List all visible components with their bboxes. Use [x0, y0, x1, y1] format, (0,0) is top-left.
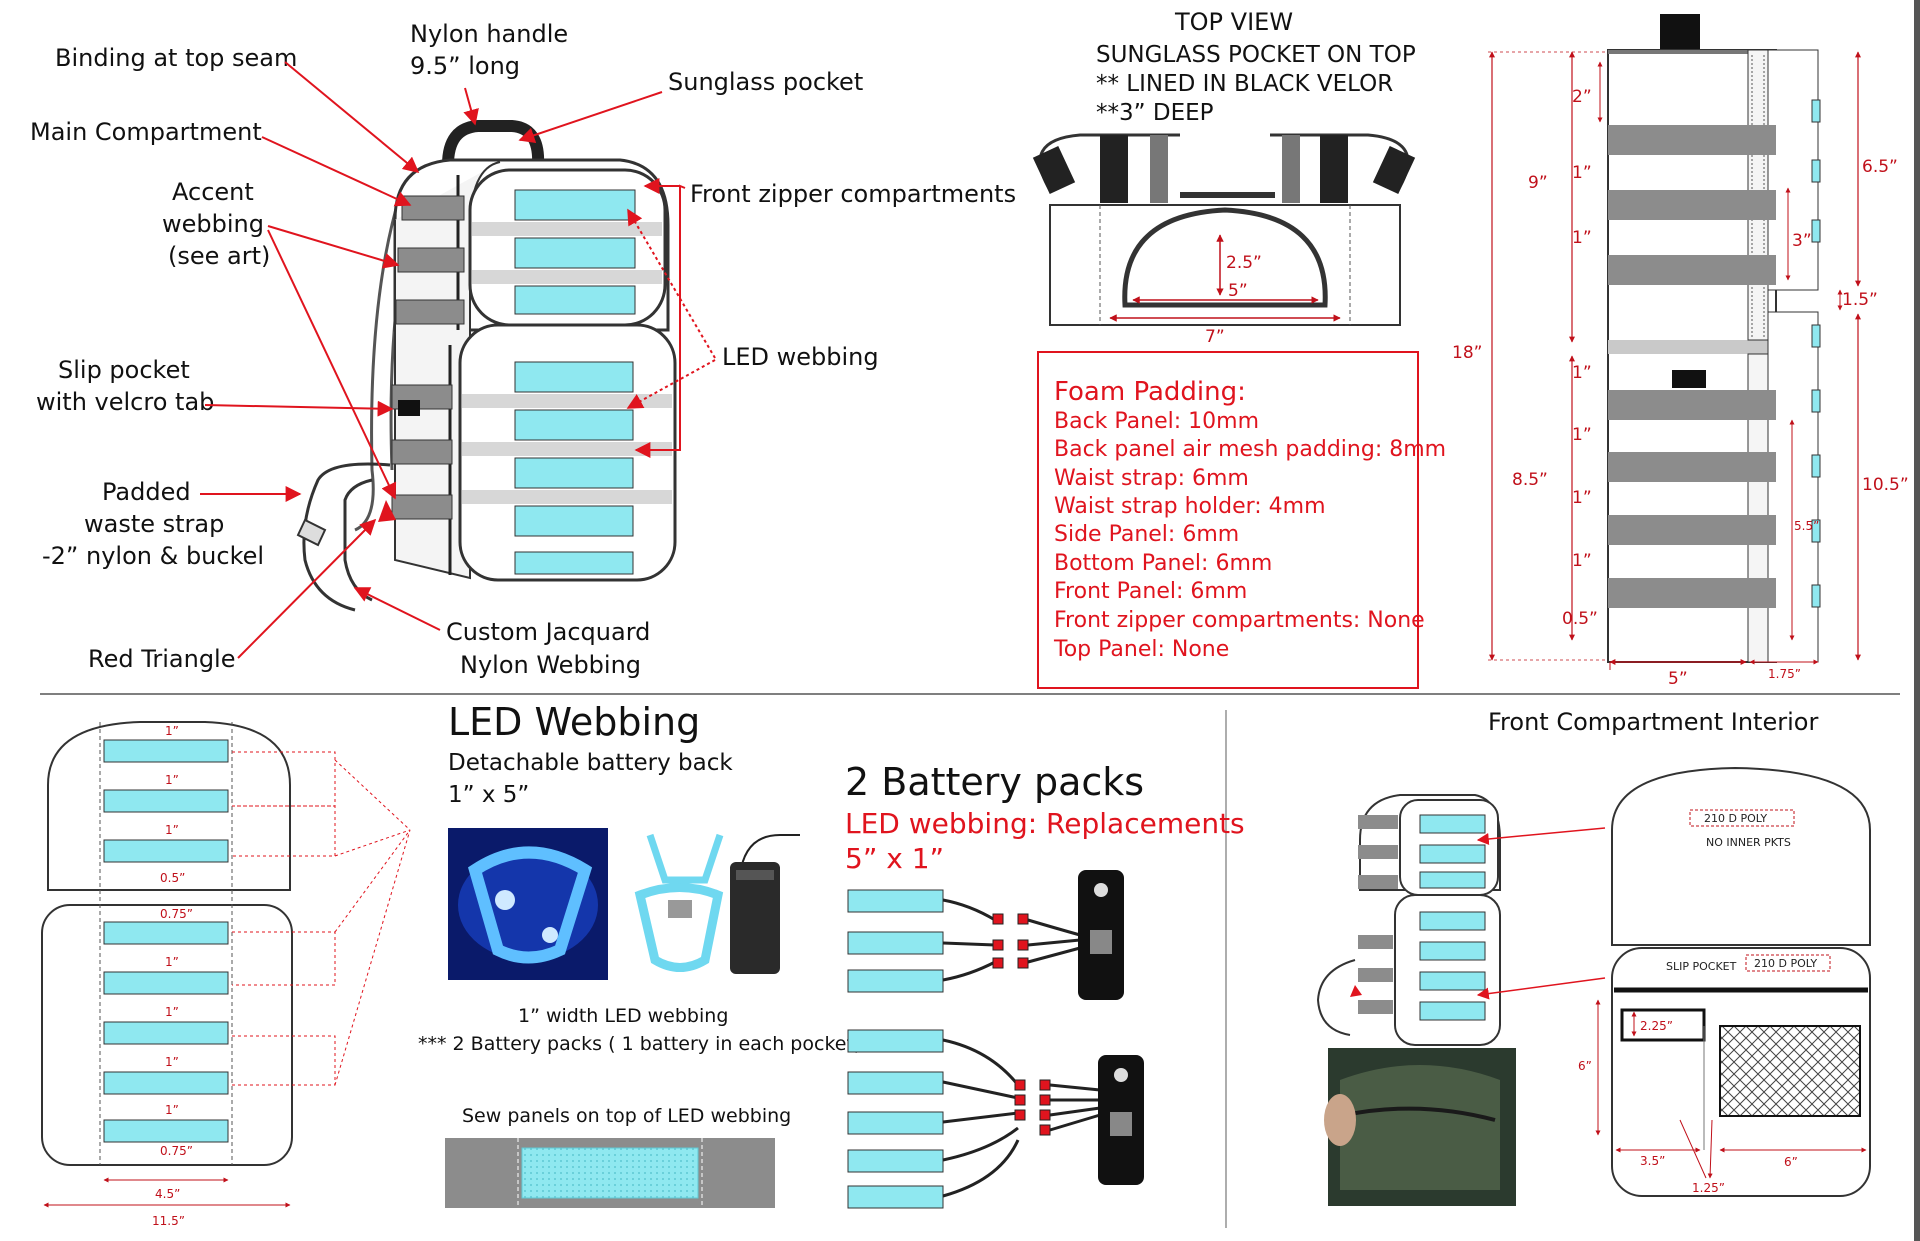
callout-padded-line3: -2” nylon & buckel: [42, 542, 264, 570]
battery-packs-section: 2 Battery packs LED webbing: Replacement…: [845, 760, 1245, 1209]
flat-dim-gap: 1”: [165, 724, 179, 738]
top-view-dim-outer: 7”: [1205, 327, 1225, 347]
foam-item: Front zipper compartments: None: [1054, 608, 1425, 633]
callout-binding: Binding at top seam: [55, 44, 297, 72]
flat-dim-gap: 1”: [165, 1005, 179, 1019]
led-caption1: 1” width LED webbing: [518, 1005, 728, 1027]
foam-item: Waist strap: 6mm: [1054, 466, 1249, 491]
sew-caption: Sew panels on top of LED webbing: [462, 1105, 791, 1127]
flat-dim-half: 0.5”: [160, 871, 185, 885]
callout-handle-line1: Nylon handle: [410, 20, 568, 48]
callout-slip-line1: Slip pocket: [58, 356, 190, 384]
interior-poly: 210 D POLY: [1704, 812, 1767, 825]
foam-padding-box: Foam Padding: Back Panel: 10mm Back pane…: [1037, 351, 1446, 689]
front-interior-section: Front Compartment Interior: [1316, 708, 1871, 1206]
side-dim-width: 5”: [1668, 669, 1688, 689]
top-view: TOP VIEW SUNGLASS POCKET ON TOP ** LINED…: [1032, 8, 1416, 347]
battery-sub2: 5” x 1”: [845, 842, 944, 875]
flat-dim-outer-w: 11.5”: [152, 1214, 185, 1228]
flat-dim-gap: 1”: [165, 1103, 179, 1117]
flat-dim-gap: 1”: [165, 823, 179, 837]
top-view-note2: ** LINED IN BLACK VELOR: [1096, 71, 1393, 97]
foam-item: Front Panel: 6mm: [1054, 579, 1247, 604]
side-dim-space: 1.5”: [1842, 290, 1878, 310]
side-dim-gap: 1”: [1572, 488, 1592, 508]
interior-dim-height: 6”: [1578, 1059, 1592, 1073]
top-view-note3: **3” DEEP: [1096, 100, 1214, 126]
interior-dim-right: 6”: [1784, 1155, 1798, 1169]
foam-item: Top Panel: None: [1053, 637, 1229, 662]
battery-title: 2 Battery packs: [845, 760, 1144, 804]
foam-item: Waist strap holder: 4mm: [1054, 494, 1326, 519]
callout-main: Main Compartment: [30, 118, 262, 146]
flat-dim-gap: 1”: [165, 1055, 179, 1069]
flat-dim-three-q: 0.75”: [160, 907, 193, 921]
foam-item: Bottom Panel: 6mm: [1054, 551, 1272, 576]
callout-handle-line2: 9.5” long: [410, 52, 520, 80]
side-dim-gap: 1”: [1572, 228, 1592, 248]
led-caption2: *** 2 Battery packs ( 1 battery in each …: [418, 1033, 861, 1055]
top-view-title: TOP VIEW: [1174, 8, 1293, 36]
foam-item: Back Panel: 10mm: [1054, 409, 1259, 434]
side-dim-gap: 1”: [1572, 551, 1592, 571]
side-dim-pocket: 3”: [1792, 231, 1812, 251]
top-view-dim-inner: 5”: [1228, 281, 1248, 301]
foam-title: Foam Padding:: [1054, 377, 1246, 407]
side-dim-front-top: 6.5”: [1862, 157, 1898, 177]
led-dog-harness-photo: [634, 833, 724, 972]
interior-no-pkts: NO INNER PKTS: [1706, 836, 1791, 849]
side-dim-gap: 1”: [1572, 425, 1592, 445]
interior-photo: [1324, 1048, 1516, 1206]
side-view: 18” 9” 8.5” 2” 1” 1” 1” 1” 1” 1” 0.5” 6.…: [1452, 14, 1909, 689]
callout-sunglass: Sunglass pocket: [668, 68, 863, 96]
side-dim-front-bottom: 10.5”: [1862, 475, 1909, 495]
callout-red-triangle: Red Triangle: [88, 645, 235, 673]
interior-dim-gap: 1.25”: [1692, 1181, 1725, 1195]
led-title: LED Webbing: [448, 700, 700, 744]
side-dim-top: 2”: [1572, 87, 1592, 107]
top-view-dim-depth: 2.5”: [1226, 253, 1262, 273]
battery-box-photo: [730, 834, 800, 974]
main-backpack: [296, 120, 677, 612]
callout-slip-line2: with velcro tab: [36, 388, 214, 416]
side-dim-upper: 9”: [1528, 173, 1548, 193]
top-view-note1: SUNGLASS POCKET ON TOP: [1096, 42, 1416, 68]
led-sub1: Detachable battery back: [448, 750, 733, 776]
side-dim-lower: 8.5”: [1512, 470, 1548, 490]
interior-dim-slip: 2.25”: [1640, 1019, 1673, 1033]
led-sub2: 1” x 5”: [448, 782, 529, 808]
interior-slip: SLIP POCKET: [1666, 960, 1737, 973]
callout-accent-line2: webbing: [162, 210, 264, 238]
interior-dim-left: 3.5”: [1640, 1154, 1665, 1168]
callout-accent-line1: Accent: [172, 178, 254, 206]
callout-jacquard-line2: Nylon Webbing: [460, 651, 641, 679]
side-dim-total: 18”: [1452, 343, 1482, 363]
main-callouts: Binding at top seam Nylon handle 9.5” lo…: [30, 20, 1016, 679]
callout-accent-line3: (see art): [168, 242, 270, 270]
side-dim-inner: 5.5”: [1794, 519, 1819, 533]
side-dim-depth: 1.75”: [1768, 667, 1801, 681]
flat-dim-gap: 1”: [165, 773, 179, 787]
callout-led: LED webbing: [722, 343, 879, 371]
led-webbing-section: LED Webbing Detachable battery back 1” x…: [418, 700, 861, 1208]
flat-front-pattern: 1” 1” 1” 0.5” 0.75” 1” 1” 1” 1” 0.75” 4.…: [41, 721, 411, 1228]
battery-sub1: LED webbing: Replacements: [845, 807, 1245, 840]
callout-front-zip: Front zipper compartments: [690, 180, 1016, 208]
mini-backpack: [1316, 794, 1501, 1046]
callout-padded-line2: waste strap: [84, 510, 224, 538]
flat-dim-three-q: 0.75”: [160, 1144, 193, 1158]
flat-dim-inner-w: 4.5”: [155, 1187, 180, 1201]
sheet-edge: [1914, 0, 1920, 1241]
side-dim-gap: 1”: [1572, 363, 1592, 383]
callout-jacquard-line1: Custom Jacquard: [446, 618, 650, 646]
interior-poly2: 210 D POLY: [1754, 957, 1817, 970]
side-dim-gap: 1”: [1572, 163, 1592, 183]
side-dim-bottom: 0.5”: [1562, 609, 1598, 629]
callout-padded-line1: Padded: [102, 478, 191, 506]
interior-title: Front Compartment Interior: [1488, 708, 1818, 736]
foam-item: Back panel air mesh padding: 8mm: [1054, 437, 1446, 462]
flat-dim-gap: 1”: [165, 955, 179, 969]
foam-item: Side Panel: 6mm: [1054, 522, 1239, 547]
